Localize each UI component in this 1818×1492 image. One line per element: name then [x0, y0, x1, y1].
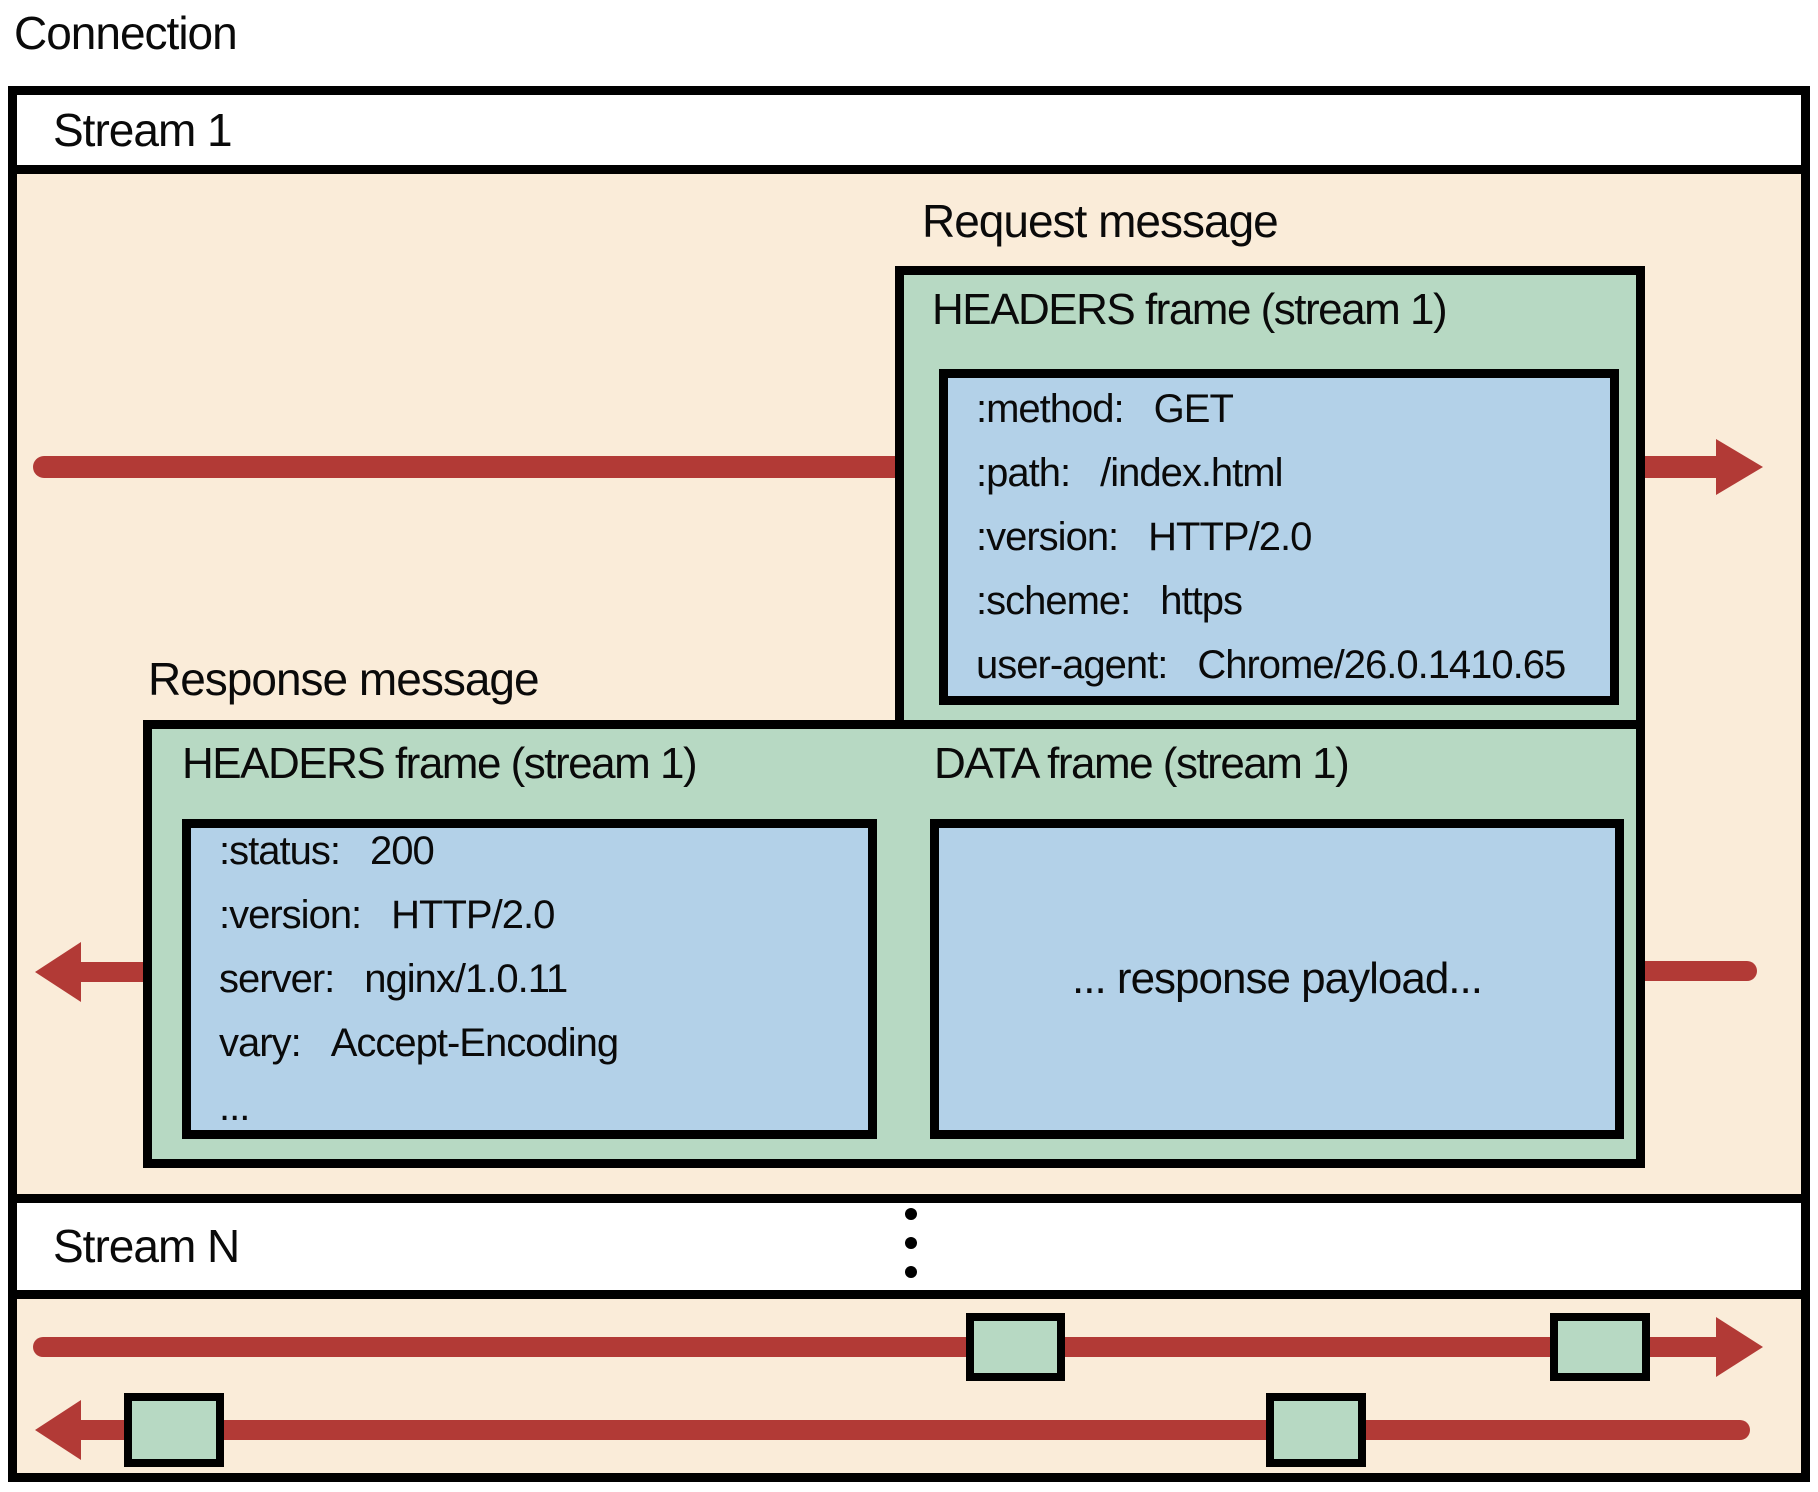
- header-value: HTTP/2.0: [1148, 515, 1312, 559]
- streamN-content: [17, 1299, 1801, 1473]
- response-headers-frame-title: HEADERS frame (stream 1): [182, 739, 698, 788]
- header-value: /index.html: [1100, 451, 1283, 495]
- header-value: HTTP/2.0: [391, 893, 555, 937]
- header-value: Accept-Encoding: [330, 1021, 619, 1065]
- response-payload-text: ... response payload...: [1072, 954, 1483, 1003]
- streamN-frame-box: [124, 1393, 224, 1467]
- stream1-label: Stream 1: [53, 104, 233, 156]
- streamN-label: Stream N: [53, 1220, 240, 1272]
- header-row: :method: GET: [976, 377, 1582, 441]
- connection-label: Connection: [14, 7, 238, 59]
- response-data-box: ... response payload...: [930, 819, 1624, 1139]
- vertical-ellipsis-dot: [905, 1237, 917, 1249]
- response-arrow-shaft: [81, 962, 143, 982]
- header-value: 200: [369, 829, 435, 873]
- header-name: :scheme:: [976, 579, 1131, 623]
- header-name: :version:: [219, 893, 362, 937]
- header-name: :version:: [976, 515, 1119, 559]
- vertical-ellipsis-dot: [905, 1208, 917, 1220]
- arrow-right-icon: [1716, 439, 1763, 495]
- request-arrow-shaft: [33, 456, 895, 478]
- header-row: vary: Accept-Encoding: [219, 1011, 840, 1075]
- arrow-right-icon: [1716, 1317, 1763, 1377]
- header-name: ...: [219, 1085, 250, 1129]
- response-frame: HEADERS frame (stream 1) DATA frame (str…: [143, 720, 1645, 1168]
- header-row: :status: 200: [219, 819, 840, 883]
- streamN-frame-box: [966, 1313, 1065, 1381]
- header-row: :scheme: https: [976, 569, 1582, 633]
- arrow-left-icon: [35, 1400, 81, 1460]
- header-row: server: nginx/1.0.11: [219, 947, 840, 1011]
- header-value: GET: [1153, 387, 1234, 431]
- header-value: Chrome/26.0.1410.65: [1197, 643, 1566, 687]
- response-message-label: Response message: [148, 653, 540, 705]
- streamN-response-arrow-shaft: [81, 1420, 1750, 1440]
- streamN-frame-box: [1550, 1313, 1650, 1381]
- header-name: :path:: [976, 451, 1071, 495]
- header-name: user-agent:: [976, 643, 1168, 687]
- arrow-left-icon: [35, 942, 81, 1002]
- header-name: vary:: [219, 1021, 302, 1065]
- request-headers-list: :method: GET :path: /index.html :version…: [948, 378, 1610, 696]
- streamN-request-arrow-shaft: [33, 1337, 1716, 1357]
- response-headers-list: :status: 200 :version: HTTP/2.0 server: …: [191, 828, 868, 1130]
- response-arrow-shaft: [1645, 961, 1757, 981]
- header-value: https: [1160, 579, 1243, 623]
- header-name: server:: [219, 957, 335, 1001]
- header-row: :version: HTTP/2.0: [976, 505, 1582, 569]
- header-row: :version: HTTP/2.0: [219, 883, 840, 947]
- header-row: user-agent: Chrome/26.0.1410.65: [976, 633, 1582, 697]
- request-message-label: Request message: [922, 195, 1279, 247]
- header-value: nginx/1.0.11: [364, 957, 568, 1001]
- header-row: :path: /index.html: [976, 441, 1582, 505]
- request-headers-box: :method: GET :path: /index.html :version…: [939, 369, 1619, 705]
- streamN-band: Stream N: [17, 1203, 1801, 1290]
- response-headers-box: :status: 200 :version: HTTP/2.0 server: …: [182, 819, 877, 1139]
- header-row: ...: [219, 1075, 840, 1139]
- request-headers-frame: HEADERS frame (stream 1) :method: GET :p…: [895, 266, 1645, 744]
- header-name: :status:: [219, 829, 341, 873]
- request-frame-title: HEADERS frame (stream 1): [932, 285, 1448, 334]
- response-data-frame-title: DATA frame (stream 1): [934, 739, 1350, 788]
- stream1-band: Stream 1: [17, 95, 1801, 165]
- header-name: :method:: [976, 387, 1125, 431]
- vertical-ellipsis-dot: [905, 1266, 917, 1278]
- header-value: [279, 1075, 840, 1139]
- stream1-content: Request message HEADERS frame (stream 1)…: [17, 174, 1801, 1194]
- streamN-frame-box: [1266, 1393, 1366, 1467]
- request-arrow-shaft: [1645, 456, 1716, 478]
